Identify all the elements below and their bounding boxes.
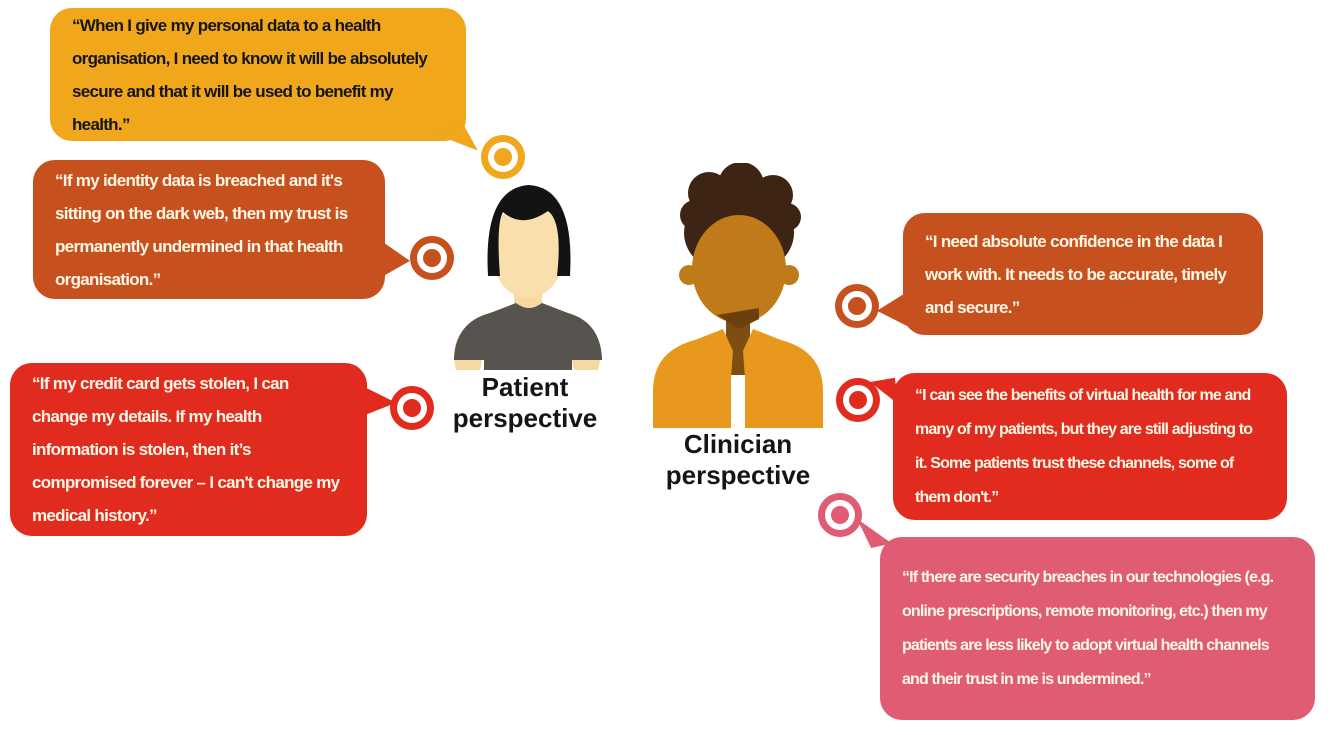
quote-text: “I can see the benefits of virtual healt… <box>915 386 1253 506</box>
bullseye-dot <box>403 399 421 417</box>
bullseye-ring <box>842 291 872 321</box>
patient-label: Patient perspective <box>452 372 598 433</box>
bullseye-ring <box>825 500 855 530</box>
patient-quote-bubble-medical-history: “If my credit card gets stolen, I can ch… <box>10 363 367 536</box>
clinician-quote-bubble-virtual-health: “I can see the benefits of virtual healt… <box>893 373 1287 520</box>
quote-text: “When I give my personal data to a healt… <box>72 15 428 134</box>
patient-quote-bubble-identity-breach: “If my identity data is breached and it'… <box>33 160 385 299</box>
bullseye-dot <box>494 148 512 166</box>
patient-quote-bubble-data-security: “When I give my personal data to a healt… <box>50 8 466 141</box>
bullseye-ring <box>397 393 427 423</box>
quote-text: “I need absolute confidence in the data … <box>925 231 1227 317</box>
clinician-quote-bubble-data-confidence: “I need absolute confidence in the data … <box>903 213 1263 335</box>
clinician-quote-bubble-security-breach: “If there are security breaches in our t… <box>880 537 1315 720</box>
target-bullseye-icon <box>835 284 879 328</box>
bullseye-dot <box>849 391 867 409</box>
patient-figure-icon <box>454 185 602 370</box>
bullseye-dot <box>848 297 866 315</box>
clinician-label: Clinician perspective <box>665 429 811 490</box>
quote-text: “If my credit card gets stolen, I can ch… <box>32 374 340 525</box>
target-bullseye-icon <box>390 386 434 430</box>
target-bullseye-icon <box>818 493 862 537</box>
bubble-tail <box>380 240 410 278</box>
clinician-figure-icon <box>653 163 823 428</box>
target-bullseye-icon <box>481 135 525 179</box>
bullseye-ring <box>488 142 518 172</box>
bubble-tail <box>877 292 907 326</box>
target-bullseye-icon <box>410 236 454 280</box>
bullseye-dot <box>423 249 441 267</box>
quote-text: “If my identity data is breached and it'… <box>55 170 348 289</box>
bullseye-ring <box>843 385 873 415</box>
target-bullseye-icon <box>836 378 880 422</box>
quote-text: “If there are security breaches in our t… <box>902 568 1274 688</box>
bullseye-ring <box>417 243 447 273</box>
bullseye-dot <box>831 506 849 524</box>
bubble-tail <box>857 518 892 548</box>
